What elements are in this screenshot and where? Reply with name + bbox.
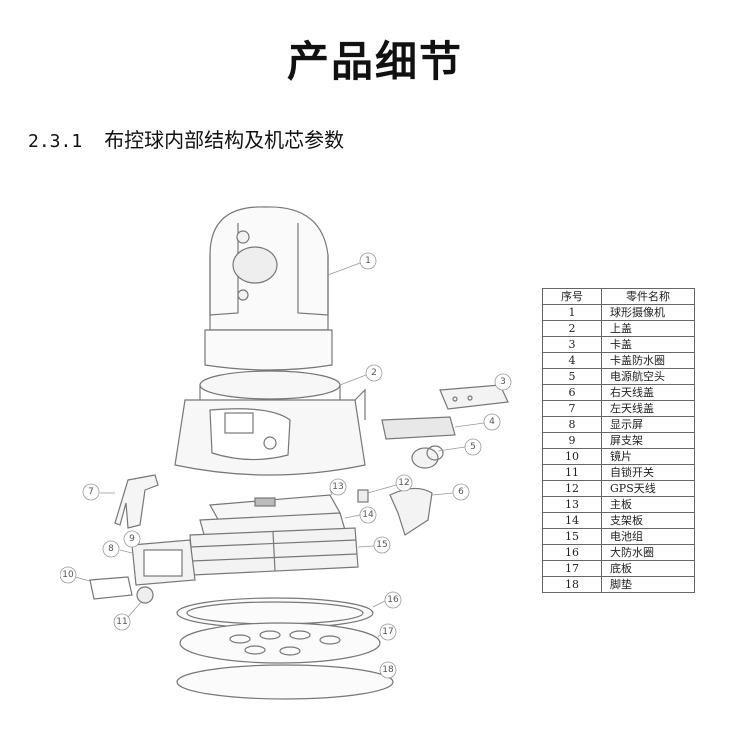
right-antenna-cover-part — [389, 487, 433, 536]
part-index: 17 — [542, 560, 602, 577]
part-name: 屏支架 — [601, 432, 695, 449]
part-name: GPS天线 — [601, 480, 695, 497]
power-connector-part — [411, 445, 444, 469]
part-name: 上盖 — [601, 320, 695, 337]
part-index: 6 — [542, 384, 602, 401]
part-index: 3 — [542, 336, 602, 353]
left-antenna-cover-part — [114, 474, 159, 529]
part-index: 16 — [542, 544, 602, 561]
callout-label: 17 — [382, 627, 393, 637]
top-cover-part — [174, 370, 366, 476]
callout-label: 5 — [470, 442, 476, 452]
exploded-view-diagram: 1 2 3 4 5 6 7 8 9 10 11 12 13 14 15 16 1… — [60, 206, 512, 700]
part-name: 自锁开关 — [601, 464, 695, 481]
part-name: 底板 — [601, 560, 695, 577]
callout-label: 1 — [365, 256, 371, 266]
callout-label: 14 — [362, 510, 374, 520]
header-index: 序号 — [542, 288, 602, 305]
part-name: 显示屏 — [601, 416, 695, 433]
callout-label: 9 — [129, 534, 135, 544]
callout-label: 8 — [108, 544, 114, 554]
part-name: 支架板 — [601, 512, 695, 529]
part-name: 卡盖 — [601, 336, 695, 353]
part-name: 电源航空头 — [601, 368, 695, 385]
section-heading: 2.3.1 布控球内部结构及机芯参数 — [28, 124, 344, 153]
page-title: 产品细节 — [286, 37, 463, 86]
gps-antenna-part — [357, 489, 369, 503]
callout-label: 13 — [332, 482, 343, 492]
part-name: 大防水圈 — [601, 544, 695, 561]
lens-part — [89, 576, 154, 604]
dome-camera-part — [204, 206, 333, 371]
bottom-plate-part — [179, 622, 381, 664]
header-name: 零件名称 — [601, 288, 695, 305]
cover-plate-part — [439, 384, 509, 410]
part-index: 5 — [542, 368, 602, 385]
part-name: 右天线盖 — [601, 384, 695, 401]
part-name: 卡盖防水圈 — [601, 352, 695, 369]
callout-label: 3 — [500, 377, 506, 387]
part-index: 15 — [542, 528, 602, 545]
battery-pack-part — [189, 527, 359, 576]
part-index: 1 — [542, 304, 602, 321]
part-index: 7 — [542, 400, 602, 417]
part-index: 9 — [542, 432, 602, 449]
part-index: 8 — [542, 416, 602, 433]
callout-label: 7 — [88, 487, 94, 497]
part-index: 10 — [542, 448, 602, 465]
part-name: 主板 — [601, 496, 695, 513]
callout-label: 2 — [371, 368, 377, 378]
callout-label: 11 — [116, 617, 127, 627]
callout-label: 6 — [458, 487, 464, 497]
callout-label: 18 — [382, 665, 394, 675]
part-index: 2 — [542, 320, 602, 337]
parts-table-header: 序号 零件名称 — [542, 288, 695, 305]
part-name: 镜片 — [601, 448, 695, 465]
foot-pad-part — [176, 664, 394, 700]
callout-label: 12 — [398, 478, 409, 488]
callout-label: 15 — [376, 540, 387, 550]
callout-label: 10 — [62, 570, 74, 580]
part-index: 12 — [542, 480, 602, 497]
part-index: 18 — [542, 576, 602, 593]
callout-label: 16 — [387, 595, 399, 605]
part-name: 球形摄像机 — [601, 304, 695, 321]
part-index: 4 — [542, 352, 602, 369]
part-index: 13 — [542, 496, 602, 513]
cover-gasket-part — [381, 416, 456, 440]
part-index: 14 — [542, 512, 602, 529]
part-name: 左天线盖 — [601, 400, 695, 417]
part-name: 电池组 — [601, 528, 695, 545]
part-name: 脚垫 — [601, 576, 695, 593]
part-index: 11 — [542, 464, 602, 481]
section-title: 布控球内部结构及机芯参数 — [104, 128, 345, 152]
section-number: 2.3.1 — [28, 131, 83, 152]
display-part — [131, 539, 196, 586]
callout-label: 4 — [489, 417, 495, 427]
